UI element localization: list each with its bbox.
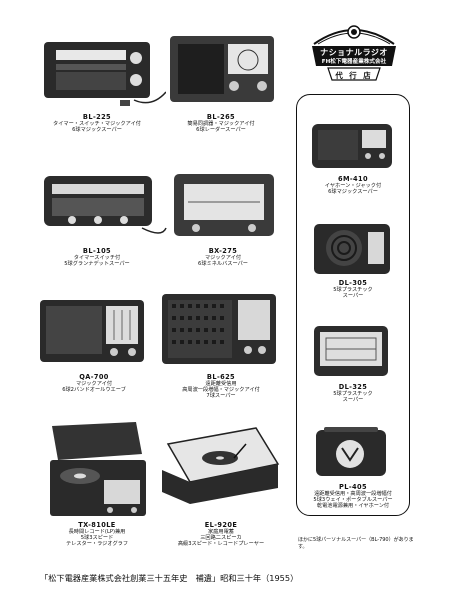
radio-photo-6m410	[310, 122, 394, 176]
portable-radio-photo-pl405	[314, 426, 388, 484]
caption-bl265: BL-265 簡易同調器・マジックアイ付 6球レーダースーパー	[187, 113, 255, 133]
radio-photo-bl625	[160, 292, 280, 372]
caption-pl405: PL-405 遠距離受信用・高周波一段増幅付 5球3ウェイ・ポータブルスーパー …	[313, 483, 393, 509]
radio-photo-bx275	[172, 172, 278, 248]
caption-el920e: EL-920E 家庭用電蓄 三回路二スピーカ 高級3スピード・レコードプレーヤー	[177, 521, 265, 547]
logo-dealer: 代 行 店	[335, 71, 373, 80]
national-radio-logo: ナショナルラジオ FH松下電器産業株式会社 代 行 店	[308, 20, 400, 90]
caption-dl305: DL-305 5球プラスチック スーパー	[333, 279, 373, 299]
caption-bl105: BL-105 タイマースイッチ付 5球グランナデットスーパー	[64, 247, 130, 267]
logo-brand: ナショナルラジオ	[320, 48, 388, 57]
radio-photo-bl105	[42, 172, 168, 248]
radio-photo-bl265	[168, 34, 278, 114]
logo-emblem-icon	[312, 25, 396, 81]
caption-bx275: BX-275 マジックアイ付 6球ミネルバスーパー	[198, 247, 248, 267]
radio-photo-bl225	[42, 38, 167, 116]
caption-bl625: BL-625 遠距離受信用 高周波一段増幅・マジックアイ付 7球スーパー	[182, 373, 260, 399]
additional-model-note: ほかに5球パーソナルスーパー（BL-790）があります。	[298, 537, 414, 550]
caption-qa700: QA-700 マジックアイ付 6球2バンドオールウエーブ	[62, 373, 126, 393]
radiogram-photo-tx810le	[44, 420, 150, 524]
caption-dl325: DL-325 5球プラスチック スーパー	[333, 383, 373, 403]
source-citation: 「松下電器産業株式会社創業三十五年史 補遺」昭和三十年（1955）	[40, 573, 299, 583]
logo-company: FH松下電器産業株式会社	[321, 59, 387, 65]
caption-bl225: BL-225 タイマー・スイッチ・マジックアイ付 6球マジックスーパー	[42, 113, 152, 134]
plastic-radio-panel	[296, 94, 410, 516]
radio-photo-dl305	[312, 222, 392, 282]
caption-6m410: 6M-410 イヤホーン・ジャック付 6球マジックスーパー	[324, 175, 382, 195]
record-player-photo-el920e	[160, 424, 282, 510]
caption-tx810le: TX-810LE 長時間レコード(LP)兼用 5球3スピード テレスター・ラジオ…	[65, 521, 129, 547]
radio-photo-qa700	[38, 298, 148, 372]
model-number: BL-225	[82, 113, 112, 121]
radio-photo-dl325	[312, 324, 390, 384]
